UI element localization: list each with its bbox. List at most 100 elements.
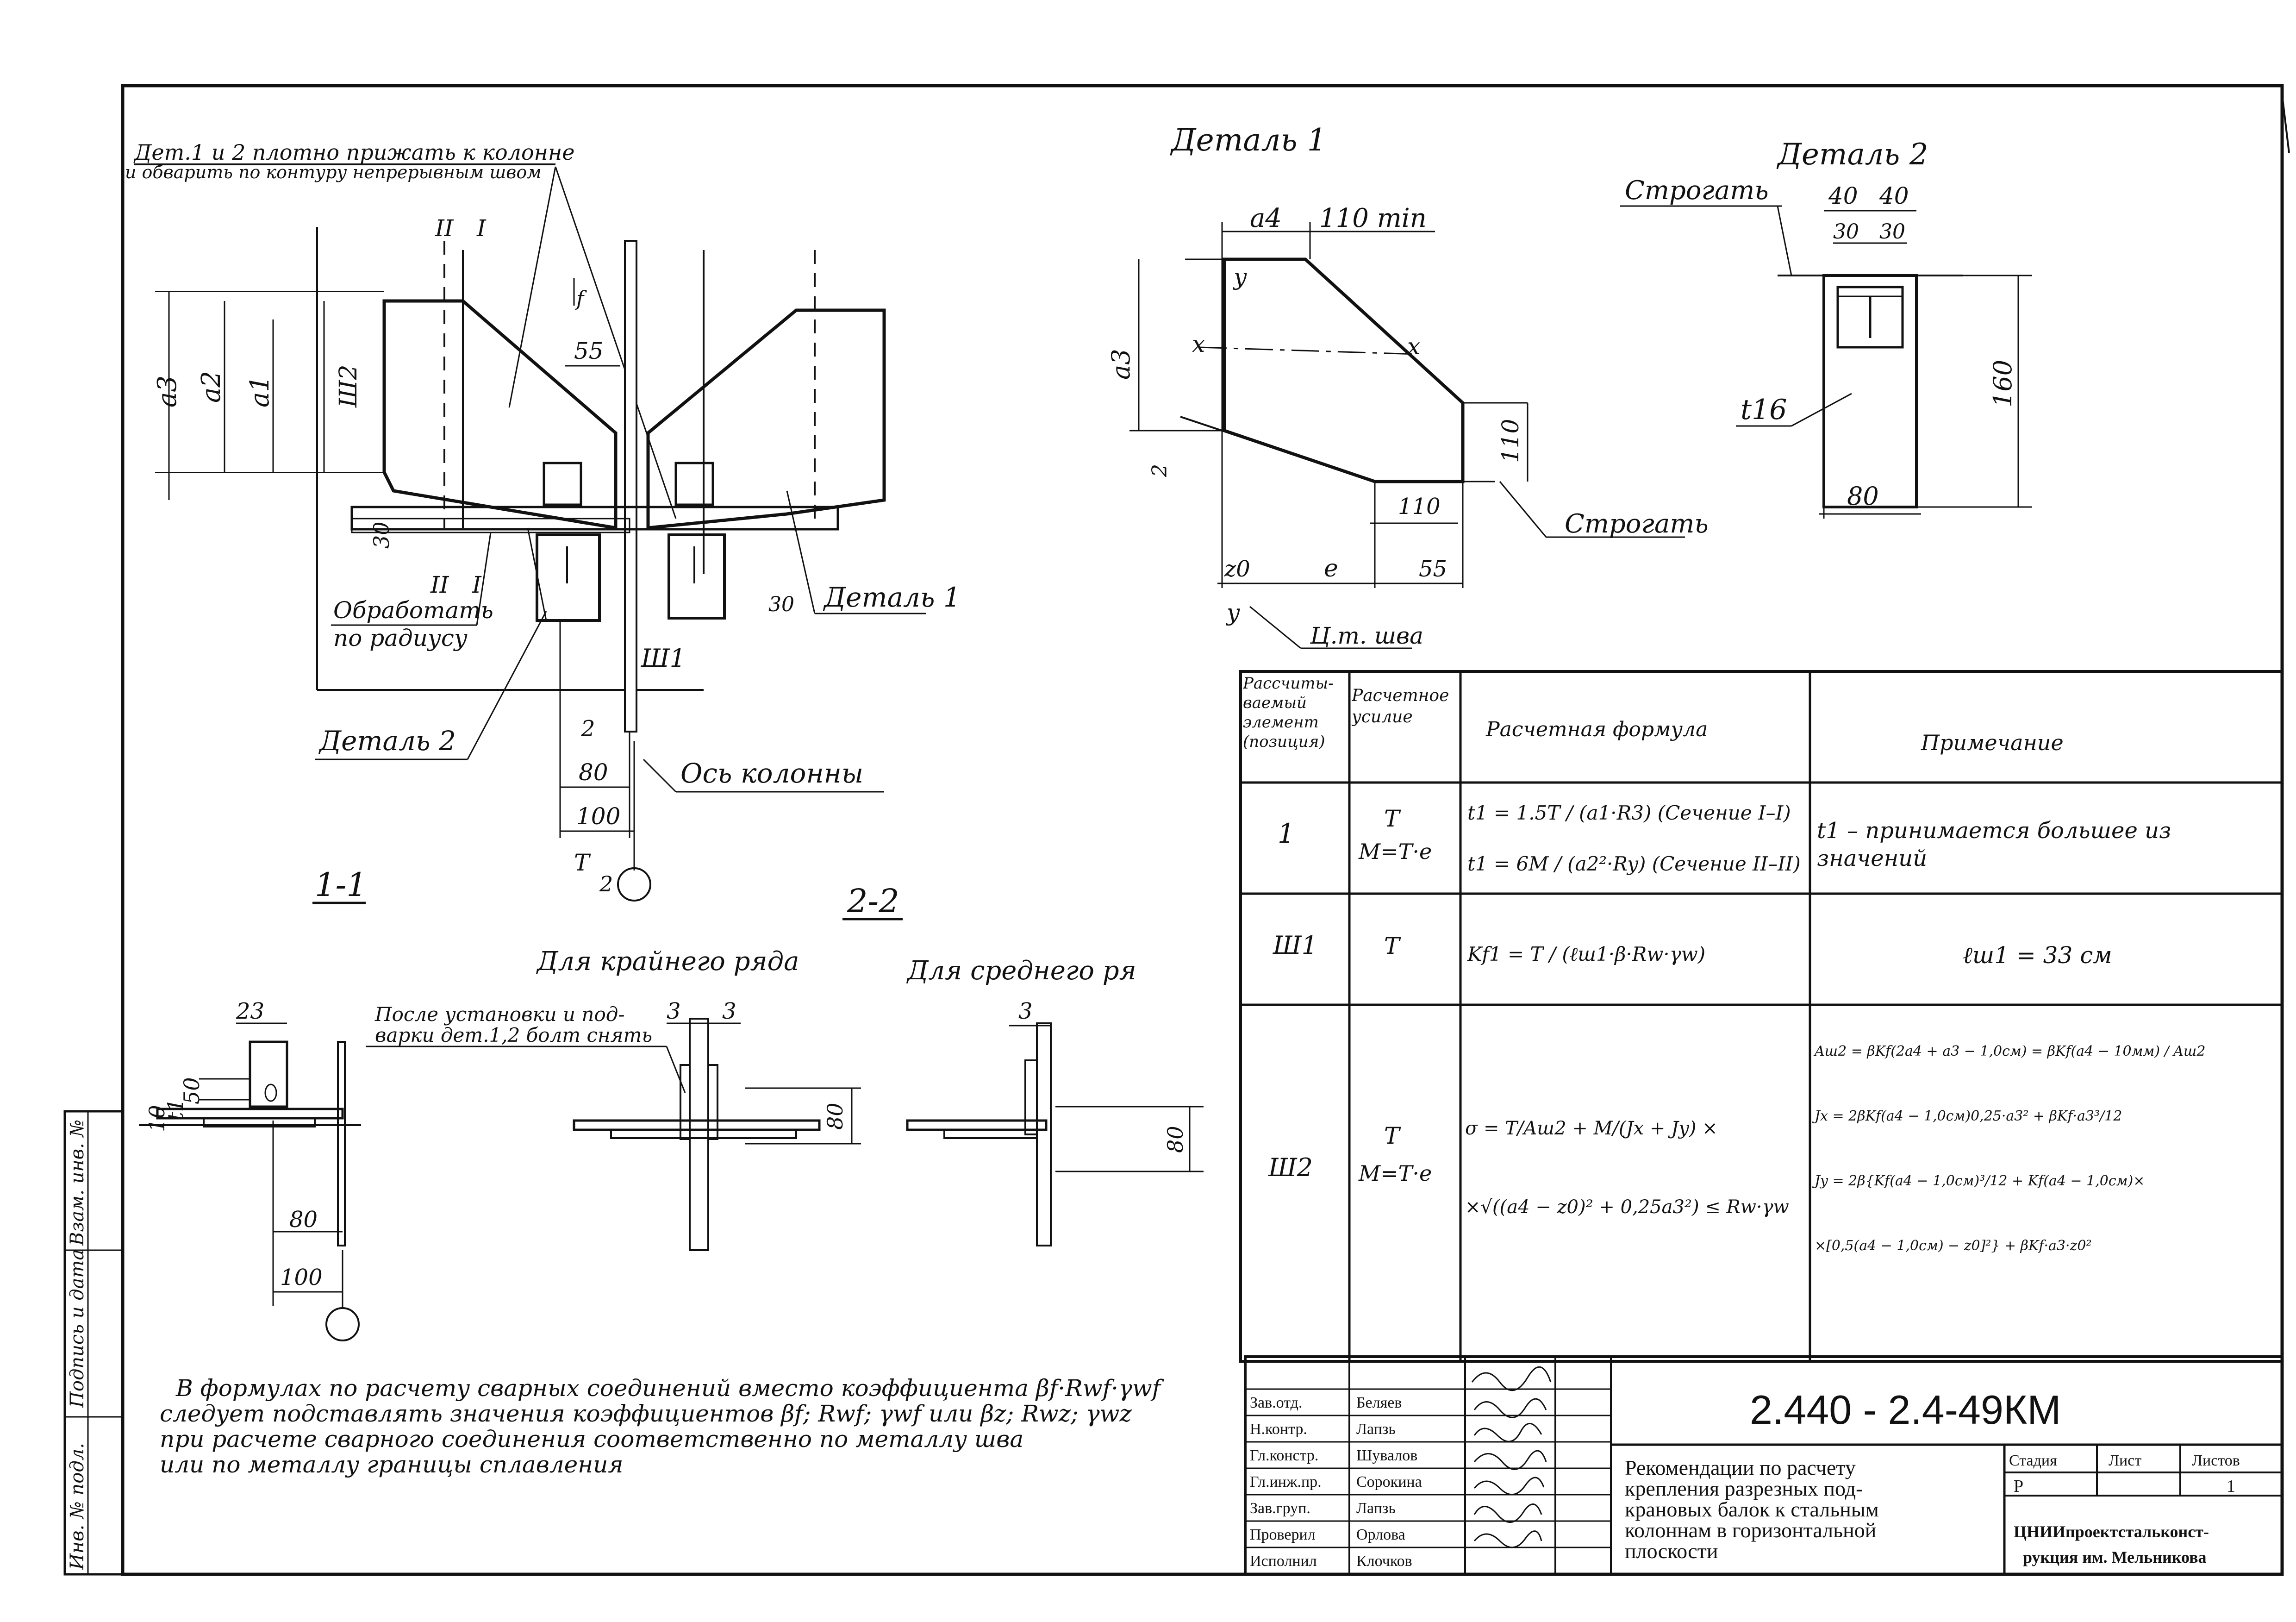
detail2-plate-right: [668, 533, 726, 620]
detail2-callout: Деталь 2: [318, 725, 456, 757]
note-leader-2: [555, 166, 677, 519]
detail1-dim-2: 2: [1148, 464, 1172, 477]
sig-role-4: Гл.инж.пр.: [1250, 1473, 1322, 1490]
title-line-5: плоскости: [1625, 1539, 1718, 1563]
row3-element: Ш2: [1268, 1153, 1313, 1182]
sections-view: 1-1 2-2 Для крайнего ряда Для среднего р…: [139, 866, 1204, 1341]
sig-name-1: Беляев: [1356, 1394, 1402, 1411]
detail2-dim-30-right: 30: [1879, 220, 1905, 244]
outer-row-label: Для крайнего ряда: [536, 946, 799, 977]
sig-name-5: Лапзь: [1356, 1500, 1396, 1517]
dim-a2: a2: [196, 371, 226, 403]
column-axis-label: Ось колонны: [680, 758, 863, 789]
sig-role-7: Исполнил: [1250, 1553, 1317, 1570]
detail1-x-right: x: [1407, 333, 1420, 360]
dim-a3: a3: [152, 376, 182, 407]
dim-55: 55: [574, 338, 604, 364]
header-element: Рассчиты-ваемый элемент (позиция): [1243, 674, 1334, 751]
sec-dim-3a: 3: [667, 998, 681, 1024]
side-stamp: Взам. инв. № Подпись и дата Инв. № подл.: [63, 1110, 124, 1576]
sig-name-7: Клочков: [1356, 1553, 1412, 1570]
sig-role-5: Зав.груп.: [1250, 1500, 1310, 1517]
detail1-weld-center: Ц.т. шва: [1310, 622, 1423, 649]
detail1-dim-e: e: [1324, 555, 1338, 582]
title-line-3: крановых балок к стальным: [1625, 1497, 1879, 1521]
label-sh1: Ш1: [641, 644, 686, 673]
section-mark-2-bottom: II: [430, 571, 449, 598]
column-axis-marker: [617, 867, 651, 902]
row1-formula-2: t1 = 6M / (a2²·Ry) (Сечение II–II): [1467, 852, 1801, 875]
row2-force-T: T: [1384, 933, 1401, 959]
sig-role-2: Н.контр.: [1250, 1421, 1307, 1438]
middle-row-label: Для среднего ря: [906, 956, 1136, 986]
footnote: В формулах по расчету сварных соединений…: [160, 1375, 1164, 1478]
sig-name-4: Сорокина: [1356, 1473, 1422, 1490]
row1-formula-1: t1 = 1.5T / (a1·R3) (Сечение I–I): [1467, 802, 1791, 824]
dim-30-left: 30: [369, 521, 394, 549]
detail2-dim-30-left: 30: [1833, 220, 1859, 244]
dim-100: 100: [576, 803, 620, 830]
sig-name-3: Шувалов: [1356, 1447, 1417, 1464]
detail1-dim-55: 55: [1419, 556, 1447, 582]
row1-note-2: значений: [1817, 845, 1927, 871]
row2-formula: Kf1 = T / (ℓш1·β·Rw·γw): [1467, 943, 1705, 965]
title-block: 2.440 - 2.4-49КМ Рекомендации по расчету…: [1244, 1355, 2284, 1576]
stage-header: Стадия: [2009, 1452, 2057, 1469]
detail2-dim-160: 160: [1988, 360, 2017, 407]
column-web: [624, 240, 637, 733]
weld-note-line2: и обварить по контуру непрерывным швом: [125, 162, 542, 182]
sec-dim-10: 10: [144, 1105, 169, 1132]
detail1-view: Деталь 1 a4 110 min a3 2 y x x 110 110 С…: [1106, 122, 1709, 649]
detail1-dim-z0: z0: [1224, 556, 1250, 582]
process-note-line2: по радиусу: [333, 625, 468, 651]
sec-dim-50: 50: [179, 1077, 204, 1104]
process-note-line1: Обработать: [333, 597, 493, 624]
sheets-header: Листов: [2192, 1452, 2240, 1469]
footnote-line2: следует подставлять значения коэффициент…: [160, 1400, 1132, 1427]
detail2-plate: [1822, 274, 1918, 508]
detail2-thickness: t16: [1741, 394, 1787, 426]
detail2-plate-left: [536, 533, 601, 622]
sheet-edge-mark: [2281, 94, 2290, 153]
sheet-header: Лист: [2109, 1452, 2141, 1469]
detail1-dim-110-vertical: 110: [1497, 419, 1524, 463]
sig-role-1: Зав.отд.: [1250, 1394, 1302, 1411]
detail1-y-top: y: [1233, 263, 1247, 290]
section-mark-1-bottom: I: [472, 571, 482, 598]
dim-a1: a1: [245, 376, 275, 407]
row1-note-1: t1 – принимается большее из: [1817, 818, 2171, 844]
stage-value: Р: [2014, 1477, 2023, 1496]
sec-dim-80b: 80: [823, 1102, 848, 1130]
detail1-dim-110min: 110 min: [1319, 203, 1427, 233]
title-line-1: Рекомендации по расчету: [1625, 1456, 1856, 1479]
row2-note: ℓш1 = 33 см: [1963, 942, 2112, 969]
main-view: Дет.1 и 2 плотно прижать к колонне и обв…: [125, 140, 961, 902]
detail2-title: Деталь 2: [1776, 138, 1928, 172]
row1-force-T: T: [1384, 805, 1401, 832]
sec-dim-t1: t1: [163, 1098, 188, 1121]
dim-80: 80: [579, 759, 608, 786]
org-line-2: рукция им. Мельникова: [2023, 1548, 2207, 1566]
calc-table: Рассчиты-ваемый элемент (позиция) Расчет…: [1239, 670, 2284, 1363]
row3-force-T: T: [1384, 1122, 1401, 1149]
row1-element: 1: [1278, 818, 1295, 849]
footnote-line3: при расчете сварного соединения соответс…: [160, 1426, 1023, 1453]
sec-dim-80: 80: [289, 1207, 318, 1233]
sec-dim-23: 23: [236, 998, 264, 1024]
row3-note-1: Aш2 = βKf(2a4 + a3 − 1,0см) = βKf(a4 − 1…: [1813, 1043, 2205, 1059]
title-line-4: колоннам в горизонтальной: [1625, 1518, 1876, 1542]
sec-dim-3c: 3: [1018, 998, 1033, 1024]
header-formula: Расчетная формула: [1485, 718, 1708, 741]
detail2-view: Деталь 2 Строгать 40 40 30 30 160 t16 80: [1620, 138, 2032, 519]
detail1-dim-a3: a3: [1106, 349, 1136, 380]
sec-note-line1: После установки и под-: [374, 1003, 625, 1026]
row3-formula-2: ×√((a4 − z0)² + 0,25a3²) ≤ Rw·γw: [1465, 1196, 1789, 1218]
detail1-title: Деталь 1: [1170, 122, 1327, 158]
detail1-dim-a4: a4: [1250, 203, 1282, 233]
dim-f: f: [575, 287, 587, 311]
weld-note-line1: Дет.1 и 2 плотно прижать к колонне: [133, 140, 575, 165]
header-force: Расчетное усилие: [1352, 686, 1449, 726]
dim-T: T: [574, 849, 591, 876]
sec-dim-80c: 80: [1163, 1126, 1188, 1153]
